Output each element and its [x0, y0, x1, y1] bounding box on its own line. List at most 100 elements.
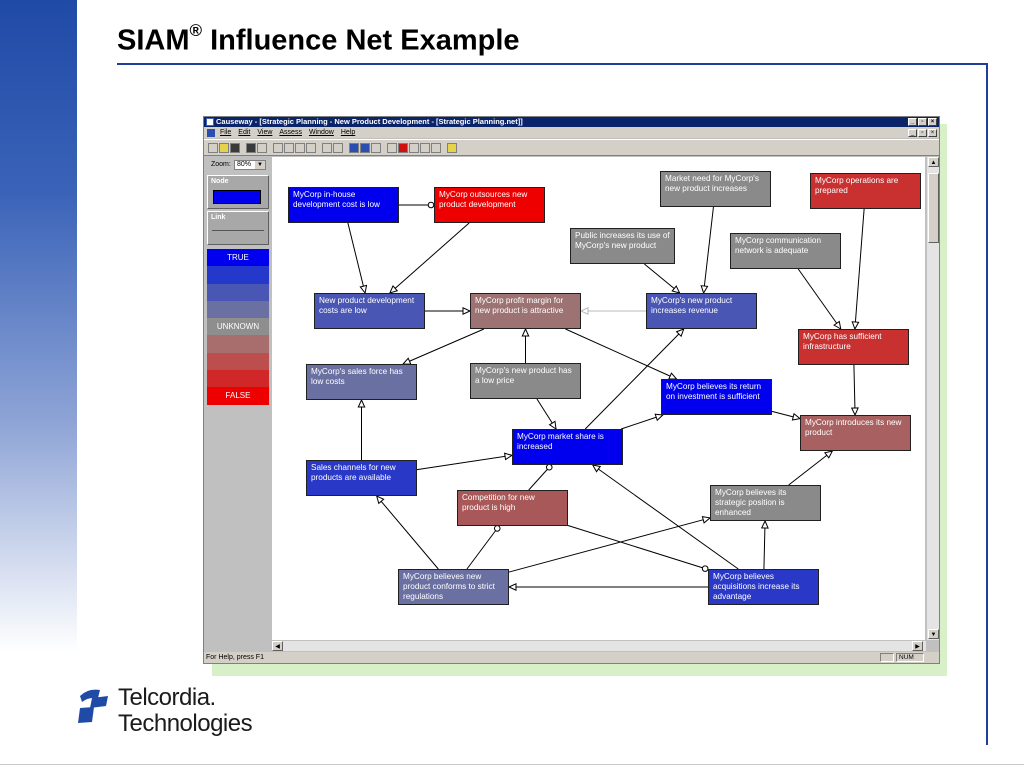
doc-close-button[interactable]: ×	[928, 129, 937, 137]
zoom-in-icon[interactable]	[322, 143, 332, 153]
bottom-line	[0, 764, 1024, 765]
menu-edit[interactable]: Edit	[238, 129, 251, 136]
edge-n5-n9[interactable]	[644, 263, 680, 294]
scroll-up-icon[interactable]: ▲	[928, 157, 939, 167]
edge-arrow-head	[823, 450, 834, 459]
edge-n2-n7[interactable]	[389, 222, 470, 294]
doc-minimize-button[interactable]: _	[908, 129, 917, 137]
node-n6[interactable]: MyCorp communication network is adequate	[730, 233, 841, 269]
paste-icon[interactable]	[295, 143, 305, 153]
edge-n16-n14[interactable]	[416, 454, 513, 471]
menu-file[interactable]: File	[220, 129, 232, 136]
open-folder-icon[interactable]	[219, 143, 229, 153]
edge-n3-n9[interactable]	[703, 206, 714, 294]
node-palette-item[interactable]: Node	[207, 175, 269, 209]
table-icon[interactable]	[420, 143, 430, 153]
scale-level-3[interactable]	[207, 300, 269, 319]
scale-level-5[interactable]	[207, 335, 269, 353]
doc-restore-button[interactable]: ▫	[918, 129, 927, 137]
edge-n17-n20[interactable]	[567, 524, 709, 571]
node-n11[interactable]: MyCorp's sales force has low costs	[306, 364, 417, 400]
node-n13[interactable]: MyCorp believes its return on investment…	[661, 379, 772, 415]
zoom-out-icon[interactable]	[333, 143, 343, 153]
edge-arrow-head	[579, 307, 589, 315]
menu-view[interactable]: View	[257, 129, 273, 136]
menu-assess[interactable]: Assess	[279, 129, 302, 136]
print-preview-icon[interactable]	[257, 143, 267, 153]
node-n7[interactable]: New product development costs are low	[314, 293, 425, 329]
print-icon[interactable]	[246, 143, 256, 153]
scale-level-0[interactable]: TRUE	[207, 249, 269, 267]
link-palette-label: Link	[211, 214, 226, 221]
edge-n19-n16[interactable]	[376, 495, 439, 570]
node-n14[interactable]: MyCorp market share is increased	[512, 429, 623, 465]
scroll-right-icon[interactable]: ▶	[912, 641, 923, 651]
node-n12[interactable]: MyCorp's new product has a low price	[470, 363, 581, 399]
scale-level-4[interactable]: UNKNOWN	[207, 318, 269, 336]
scale-level-8[interactable]: FALSE	[207, 387, 269, 405]
edge-n10-n15[interactable]	[853, 364, 856, 416]
node-n4[interactable]: MyCorp operations are prepared	[810, 173, 921, 209]
scale-level-2[interactable]	[207, 283, 269, 301]
menu-help[interactable]: Help	[340, 129, 356, 136]
horizontal-scrollbar[interactable]: ◀ ▶	[272, 640, 926, 651]
delete-icon[interactable]	[306, 143, 316, 153]
node-palette-label: Node	[211, 178, 229, 185]
alert-icon[interactable]	[398, 143, 408, 153]
edge-arrow-head	[851, 321, 860, 331]
maximize-button[interactable]: ▫	[918, 118, 927, 126]
edge-n8-n13[interactable]	[565, 328, 677, 380]
node-n15[interactable]: MyCorp introduces its new product	[800, 415, 911, 451]
chevron-down-icon[interactable]: ▼	[255, 161, 265, 169]
node-n17[interactable]: Competition for new product is high	[457, 490, 568, 526]
edge-n19-n17[interactable]	[466, 525, 500, 570]
report-icon[interactable]	[431, 143, 441, 153]
grid-icon[interactable]	[409, 143, 419, 153]
edge-arrow-head	[833, 320, 842, 330]
minimize-button[interactable]: _	[908, 118, 917, 126]
node-n9[interactable]: MyCorp's new product increases revenue	[646, 293, 757, 329]
edge-n1-n7[interactable]	[347, 222, 366, 294]
edge-n20-n14[interactable]	[592, 464, 739, 570]
scale-level-6[interactable]	[207, 352, 269, 371]
copy-icon[interactable]	[284, 143, 294, 153]
node-n10[interactable]: MyCorp has sufficient infrastructure	[798, 329, 909, 365]
link-palette-item[interactable]: Link	[207, 211, 269, 245]
edge-arrow-head	[591, 464, 602, 473]
node-n18[interactable]: MyCorp believes its strategic position i…	[710, 485, 821, 521]
menu-window[interactable]: Window	[308, 129, 334, 136]
edge-n19-n18[interactable]	[508, 517, 711, 573]
edge-inhibit-head	[701, 565, 709, 572]
save-icon[interactable]	[230, 143, 240, 153]
help-icon[interactable]	[447, 143, 457, 153]
edge-n20-n18[interactable]	[763, 520, 766, 570]
zoom-select[interactable]: 80%	[234, 160, 266, 170]
node-n8[interactable]: MyCorp profit margin for new product is …	[470, 293, 581, 329]
close-button[interactable]: ×	[928, 118, 937, 126]
assess-icon[interactable]	[371, 143, 381, 153]
vertical-scrollbar[interactable]: ▲ ▼	[926, 157, 939, 640]
edge-n8-n11[interactable]	[402, 328, 485, 365]
cut-icon[interactable]	[273, 143, 283, 153]
scroll-down-icon[interactable]: ▼	[928, 629, 939, 639]
edge-n6-n10[interactable]	[797, 268, 842, 330]
scale-level-1[interactable]	[207, 266, 269, 284]
node-n20[interactable]: MyCorp believes acquisitions increase it…	[708, 569, 819, 605]
node-n5[interactable]: Public increases its use of MyCorp's new…	[570, 228, 675, 264]
node-n1[interactable]: MyCorp in-house development cost is low	[288, 187, 399, 223]
node-tool-icon[interactable]	[349, 143, 359, 153]
edge-n18-n15[interactable]	[788, 450, 833, 486]
vertical-scroll-thumb[interactable]	[928, 173, 939, 243]
edge-n14-n9[interactable]	[584, 328, 685, 430]
node-n2[interactable]: MyCorp outsources new product developmen…	[434, 187, 545, 223]
scale-level-7[interactable]	[207, 370, 269, 388]
link-tool-icon[interactable]	[360, 143, 370, 153]
node-n3[interactable]: Market need for MyCorp's new product inc…	[660, 171, 771, 207]
scroll-left-icon[interactable]: ◀	[272, 641, 283, 651]
node-n16[interactable]: Sales channels for new products are avai…	[306, 460, 417, 496]
new-file-icon[interactable]	[208, 143, 218, 153]
node-n19[interactable]: MyCorp believes new product conforms to …	[398, 569, 509, 605]
check-icon[interactable]	[387, 143, 397, 153]
edge-n4-n10[interactable]	[854, 208, 865, 330]
